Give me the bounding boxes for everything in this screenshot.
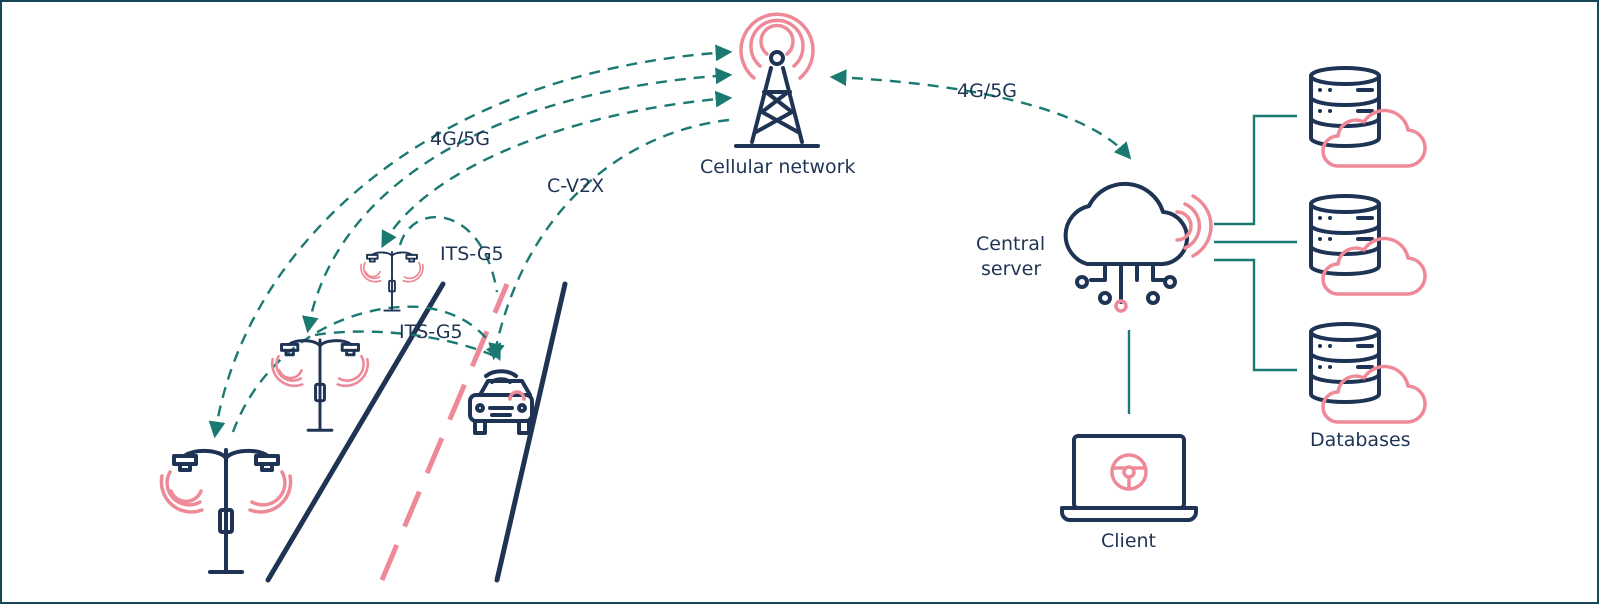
steering-wheel-icon (1110, 453, 1148, 491)
server-links (1127, 114, 1297, 414)
street-lamp-icon (159, 448, 293, 574)
central-server-label: Central (976, 233, 1045, 255)
car-icon (468, 369, 534, 435)
link-cv2x-label: C-V2X (547, 175, 604, 197)
laptop-icon (1060, 434, 1198, 522)
link-4g5g-left-label: 4G/5G (430, 128, 490, 150)
client-label: Client (1101, 530, 1156, 552)
link-itsg5-top-label: ITS-G5 (440, 243, 504, 265)
link-4g5g-right-label: 4G/5G (957, 80, 1017, 102)
cloud-server-icon (1063, 181, 1213, 313)
database-icon (1309, 322, 1428, 425)
street-lamp-icon (360, 251, 424, 312)
cellular-network-label: Cellular network (700, 156, 856, 178)
central-server-label-2: server (981, 258, 1041, 280)
link-itsg5-mid-label: ITS-G5 (399, 321, 463, 343)
database-icon (1309, 66, 1428, 169)
links (208, 44, 1132, 439)
databases-label: Databases (1310, 429, 1411, 451)
cell-tower-icon (734, 12, 820, 148)
street-lamp-icon (270, 338, 370, 432)
database-icon (1309, 194, 1428, 297)
